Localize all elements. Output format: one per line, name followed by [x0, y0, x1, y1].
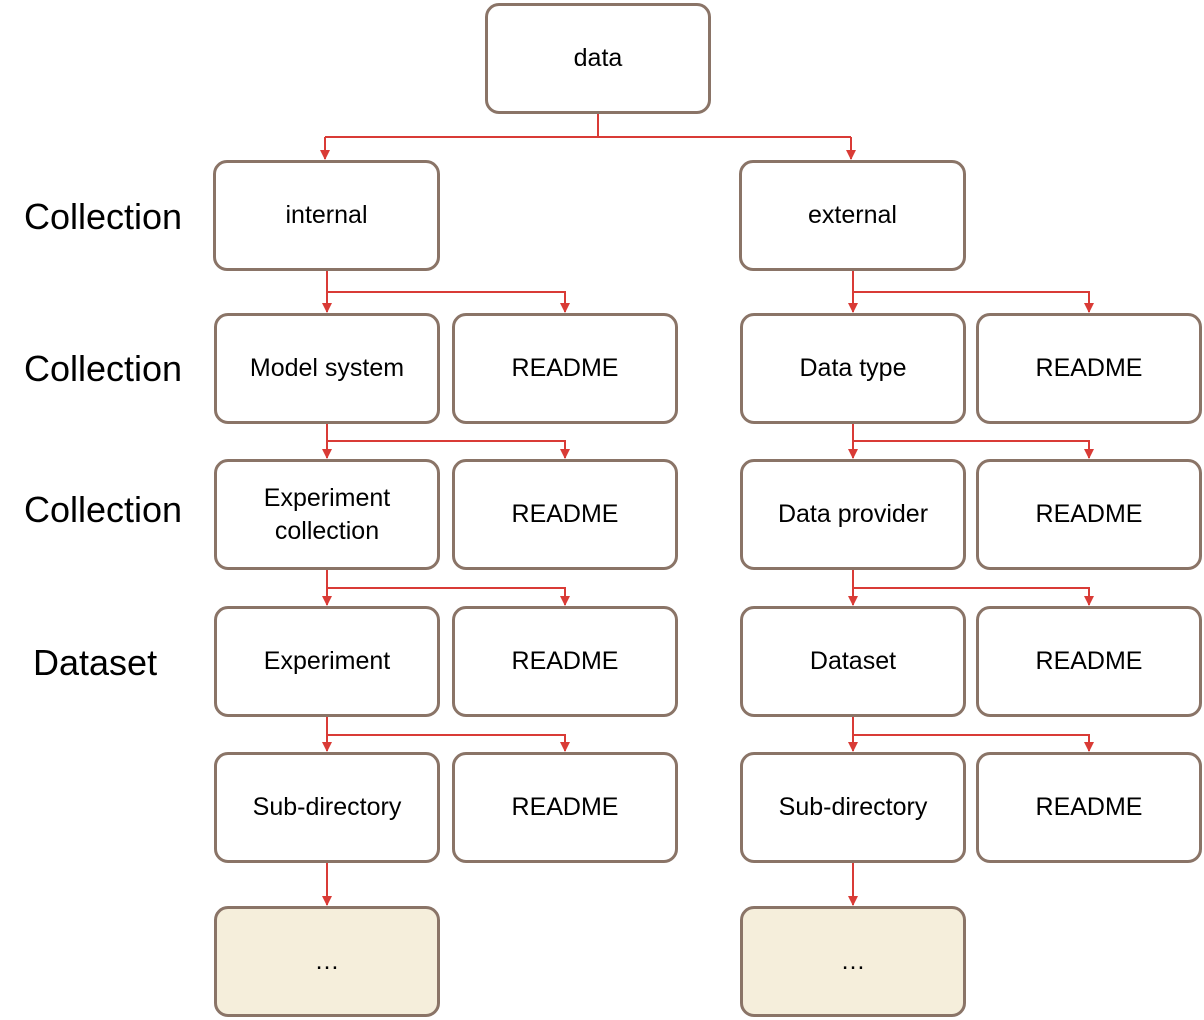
external-level-2-readme: README [976, 459, 1202, 570]
internal-level-2-readme: README [452, 459, 678, 570]
external-level-2-node: Data provider [740, 459, 966, 570]
internal-level-3-node: Experiment [214, 606, 440, 717]
connector-b0-r3-readme-11 [327, 734, 570, 752]
level-label-collection-3: Collection [24, 489, 183, 530]
external-level-3-readme: README [976, 606, 1202, 717]
connector-b1-r2-readme-18 [853, 587, 1094, 606]
external-collection-node: external [739, 160, 966, 271]
connector-b1-r1-readme-16 [853, 440, 1094, 459]
external-level-3-node: Dataset [740, 606, 966, 717]
external-level-4-readme: README [976, 752, 1202, 863]
internal-continuation-node: … [214, 906, 440, 1017]
external-continuation-node: … [740, 906, 966, 1017]
level-label-collection-2: Collection [24, 348, 183, 389]
external-level-4-node: Sub-directory [740, 752, 966, 863]
internal-level-4-node: Sub-directory [214, 752, 440, 863]
internal-level-1-readme: README [452, 313, 678, 424]
connector-b0-r0-readme-5 [327, 291, 570, 313]
internal-level-1-node: Model system [214, 313, 440, 424]
root-node-data: data [485, 3, 711, 114]
connector-b0-r2-readme-9 [327, 587, 570, 606]
external-level-1-node: Data type [740, 313, 966, 424]
connector-b1-r0-readme-14 [853, 291, 1094, 313]
connector-b1-r3-readme-20 [853, 734, 1094, 752]
internal-level-3-readme: README [452, 606, 678, 717]
internal-level-2-node: Experiment collection [214, 459, 440, 570]
internal-level-4-readme: README [452, 752, 678, 863]
internal-collection-node: internal [213, 160, 440, 271]
level-label-dataset: Dataset [33, 642, 158, 683]
level-label-collection-1: Collection [24, 196, 183, 237]
connector-b0-r1-readme-7 [327, 440, 570, 459]
external-level-1-readme: README [976, 313, 1202, 424]
